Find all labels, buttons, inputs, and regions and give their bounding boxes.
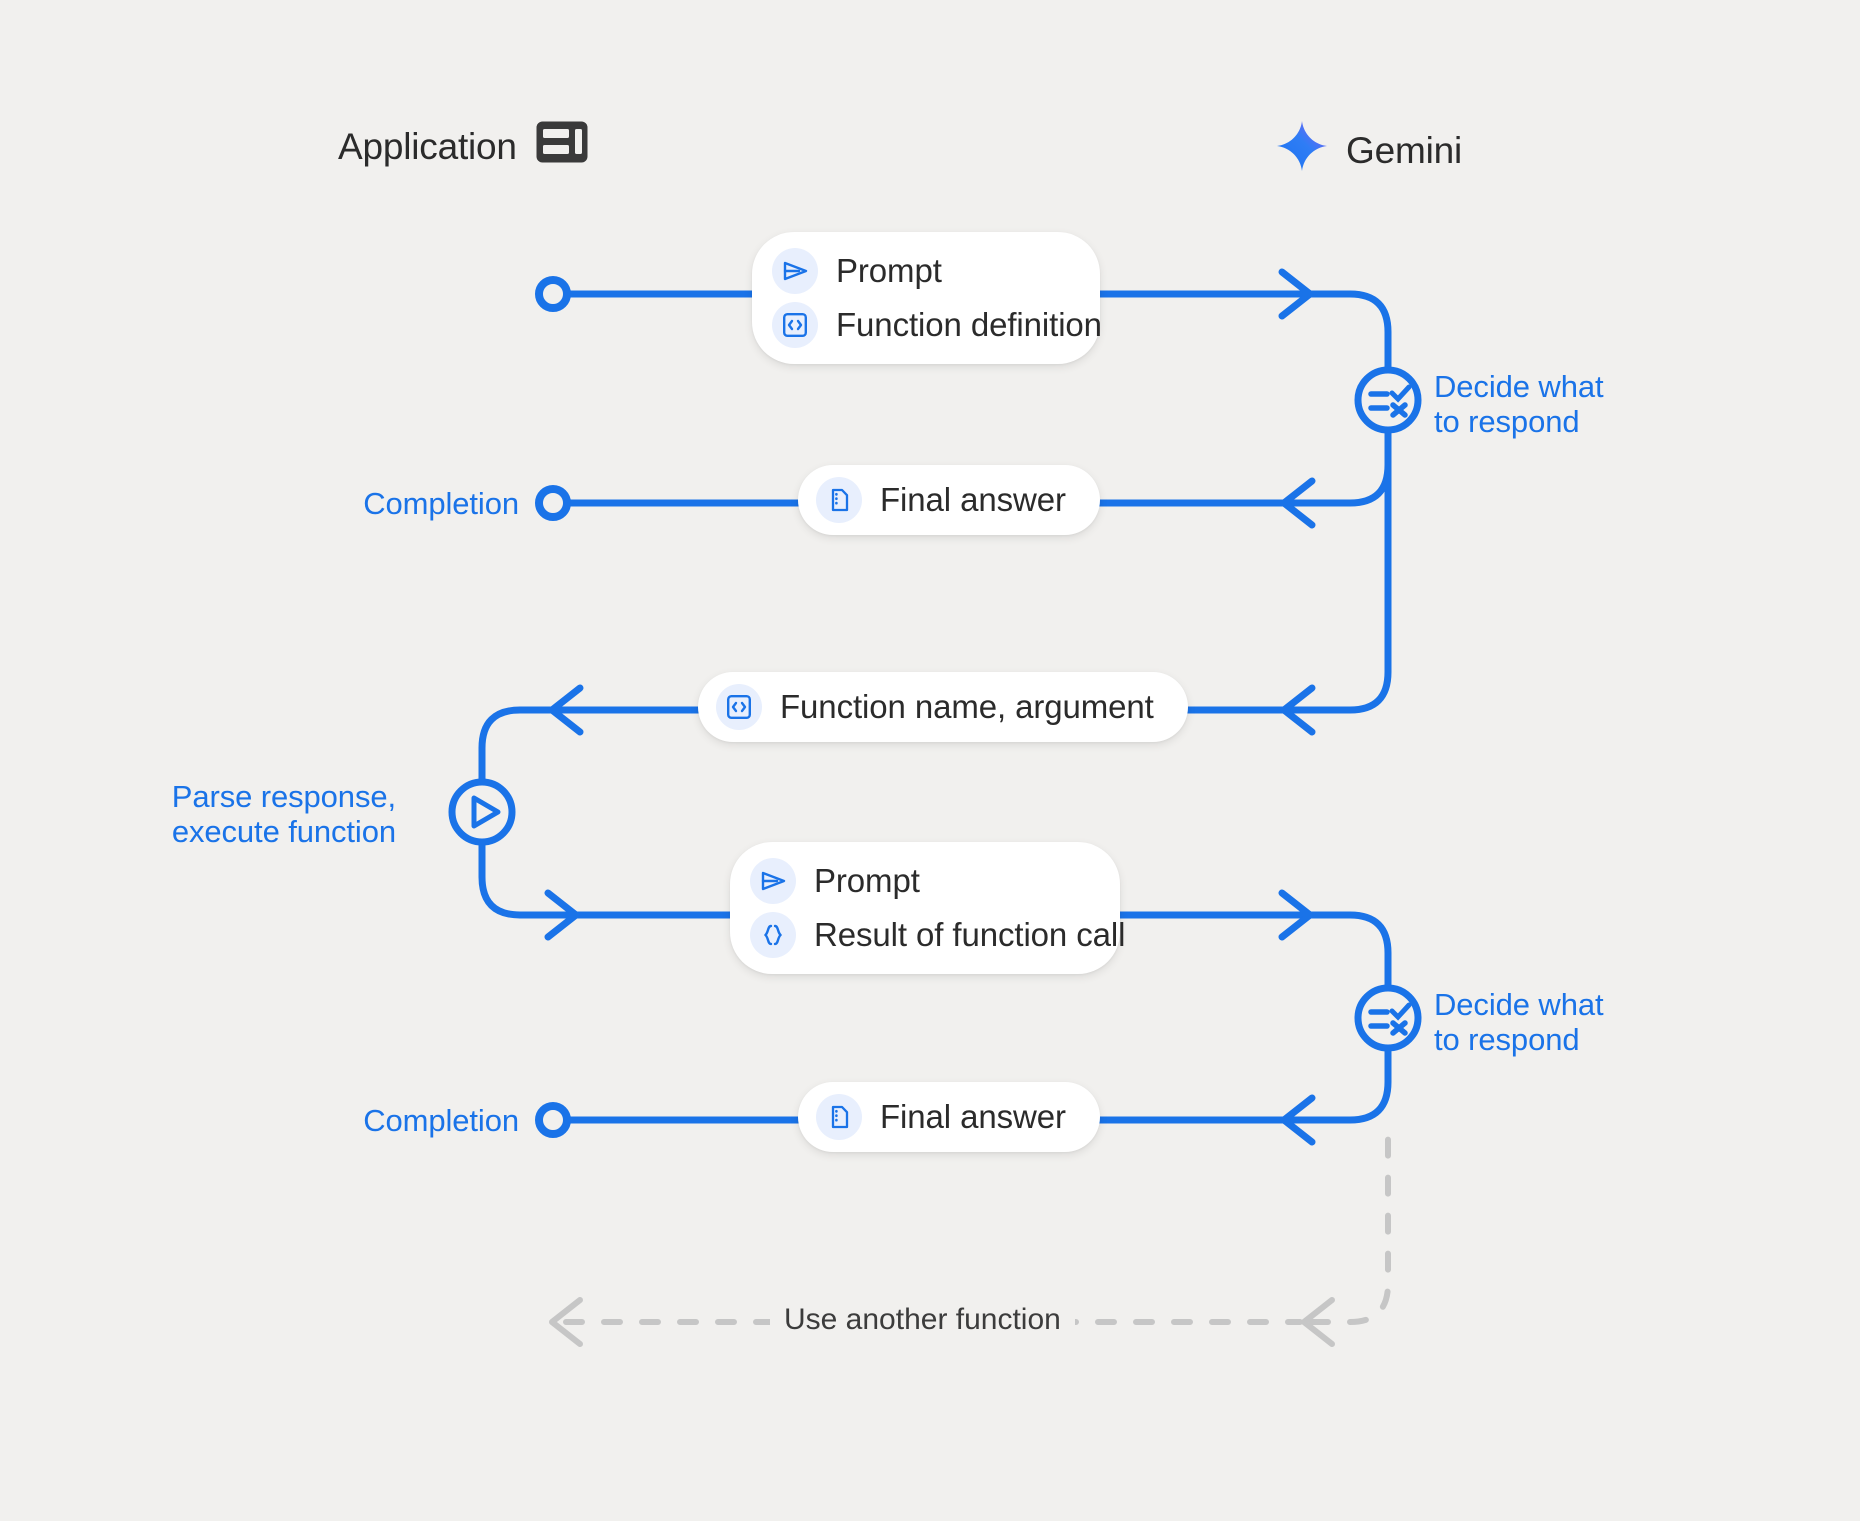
decide-node-2-circle bbox=[1354, 984, 1422, 1052]
node-label-decide-1: Decide what to respond bbox=[1434, 369, 1604, 439]
gemini-sparkle-icon bbox=[1276, 120, 1328, 181]
arrowhead-to-app-fn bbox=[1280, 684, 1316, 736]
bubble-row: Prompt bbox=[772, 248, 1068, 294]
arrowhead-to-gemini-2 bbox=[1278, 889, 1314, 941]
loop-arrowhead-right bbox=[1301, 1297, 1335, 1347]
endpoint-label-completion-2: Completion bbox=[363, 1103, 519, 1138]
node-label-decide-2: Decide what to respond bbox=[1434, 987, 1604, 1057]
loop-label-use-another-function: Use another function bbox=[770, 1303, 1075, 1337]
bubble-row: Final answer bbox=[816, 1094, 1066, 1140]
bubble-label: Result of function call bbox=[814, 916, 1126, 953]
column-header-gemini: Gemini bbox=[1276, 120, 1462, 181]
dashboard-layout-icon bbox=[535, 120, 589, 173]
play-circle-icon bbox=[471, 795, 501, 829]
arrowhead-to-gemini-1 bbox=[1278, 268, 1314, 320]
message-bubble-function-name-argument: Function name, argument bbox=[698, 672, 1188, 742]
column-header-application: Application bbox=[338, 120, 589, 173]
checklist-decision-icon-2 bbox=[1368, 1002, 1412, 1036]
bubble-label: Final answer bbox=[880, 481, 1066, 518]
column-label-gemini: Gemini bbox=[1346, 129, 1462, 171]
bubble-row: Final answer bbox=[816, 477, 1066, 523]
bubble-label: Final answer bbox=[880, 1098, 1066, 1135]
loop-use-another-function bbox=[563, 1122, 1391, 1325]
bubble-row: Result of function call bbox=[750, 912, 1125, 958]
wire-app-route-in bbox=[478, 706, 570, 784]
message-bubble-prompt-result-of-function-call: Prompt Result of function call bbox=[730, 842, 1125, 974]
parse-node-circle bbox=[448, 778, 516, 846]
code-brackets-icon bbox=[772, 302, 818, 348]
bubble-label: Prompt bbox=[836, 252, 942, 289]
send-triangle-icon bbox=[750, 858, 796, 904]
endpoint-label-completion-1: Completion bbox=[363, 486, 519, 521]
column-label-application: Application bbox=[338, 125, 517, 167]
loop-line-right bbox=[1309, 1122, 1391, 1325]
endpoint-completion-1-dot bbox=[535, 485, 571, 521]
checklist-decision-icon-1 bbox=[1368, 384, 1412, 418]
document-icon bbox=[816, 1094, 862, 1140]
wire-app-route-out bbox=[478, 840, 570, 919]
bubble-row: Function name, argument bbox=[716, 684, 1154, 730]
message-bubble-final-answer-1: Final answer bbox=[798, 465, 1100, 535]
arrowhead-app-recv-fn bbox=[548, 684, 584, 736]
code-brackets-icon bbox=[716, 684, 762, 730]
bubble-label: Function name, argument bbox=[780, 688, 1154, 725]
decide-node-1-circle bbox=[1354, 366, 1422, 434]
curly-braces-icon bbox=[750, 912, 796, 958]
bubble-row: Prompt bbox=[750, 858, 1088, 904]
document-icon bbox=[816, 477, 862, 523]
arrowhead-to-app-final-2 bbox=[1280, 1094, 1316, 1146]
wire-gemini-route-2 bbox=[1284, 911, 1392, 992]
bubble-label: Prompt bbox=[814, 862, 920, 899]
arrowhead-to-app-final-1 bbox=[1280, 477, 1316, 529]
wire-decide1-down bbox=[1296, 426, 1392, 714]
node-label-parse-execute: Parse response, execute function bbox=[171, 779, 396, 849]
bubble-label: Function definition bbox=[836, 306, 1102, 343]
message-bubble-prompt-function-definition: Prompt Function definition bbox=[752, 232, 1102, 364]
endpoint-completion-2-dot bbox=[535, 1102, 571, 1138]
loop-arrowhead-left bbox=[549, 1297, 583, 1347]
message-bubble-final-answer-2: Final answer bbox=[798, 1082, 1100, 1152]
wire-decide1-to-final bbox=[1296, 426, 1392, 507]
wire-decide2-to-final bbox=[1296, 1044, 1392, 1124]
wire-gemini-route-1 bbox=[1284, 290, 1392, 374]
arrowhead-app-send-2 bbox=[544, 889, 580, 941]
send-triangle-icon bbox=[772, 248, 818, 294]
endpoint-start-dot bbox=[535, 276, 571, 312]
bubble-row: Function definition bbox=[772, 302, 1102, 348]
